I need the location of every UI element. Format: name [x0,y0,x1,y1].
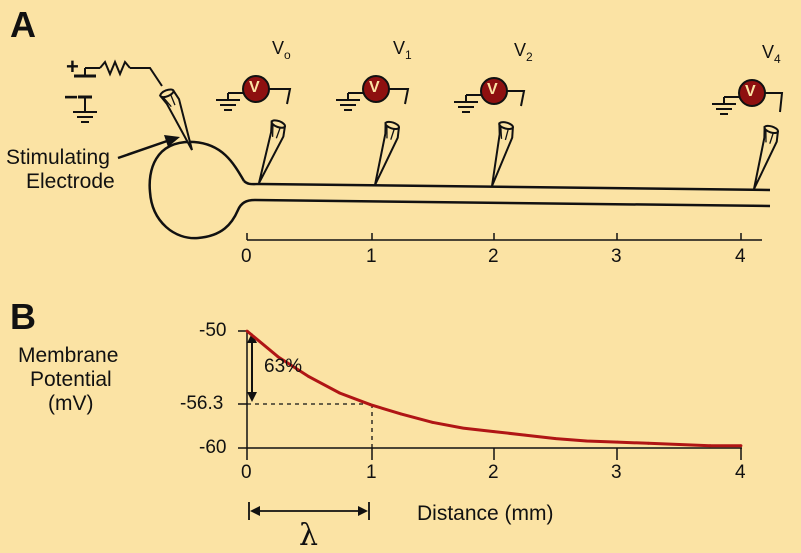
axis-a-tick-3: 3 [611,246,622,267]
recording-electrode-1 [335,75,410,189]
x-tick-0: 0 [241,462,252,483]
decay-point-11 [585,439,588,443]
x-tick-2: 2 [488,462,499,483]
length-constant-guides [247,403,373,448]
electrode-label: Electrode [26,170,115,193]
decay-point-13 [647,441,650,445]
voltmeter-symbol-0: V [249,79,260,96]
distance-scale-a [246,233,762,241]
decay-point-15 [708,444,712,448]
decay-point-9 [523,433,527,437]
y-tick--50: -50 [199,320,227,341]
decay-point-5 [400,412,403,416]
voltmeter-label-1: V1 [393,38,412,62]
y-tick--56-3: -56.3 [180,393,224,414]
battery-plus: + [66,54,79,79]
lambda-label: λ [299,518,319,553]
stimulating-circuit [72,59,200,155]
axis-a-tick-1: 1 [366,246,377,267]
axis-a-tick-0: 0 [241,246,252,267]
y-axis-label-line3: (mV) [48,392,94,415]
x-tick-4: 4 [735,462,746,483]
decay-curve-line [246,329,741,448]
x-tick-1: 1 [366,462,377,483]
label-arrow [117,135,180,160]
x-tick-3: 3 [611,462,622,483]
percent-arrow [247,333,257,402]
voltmeter-label-2: V2 [514,40,533,64]
y-axis-label-line2: Potential [30,368,112,391]
chart-axes [238,330,742,460]
decay-point-4 [369,403,372,407]
y-tick--60: -60 [199,437,227,458]
decay-point-12 [616,440,619,444]
percent-label: 63% [264,356,303,377]
decay-point-6 [430,420,434,424]
decay-point-1 [276,355,280,359]
recording-electrode-0 [215,75,292,187]
decay-point-3 [338,391,341,395]
neuron [148,140,771,240]
panel-a-letter: A [10,4,36,45]
voltmeter-label-4: V4 [762,42,781,66]
decay-point-8 [492,430,496,433]
stimulating-label: Stimulating [6,146,110,169]
voltmeter-symbol-4: V [745,83,756,100]
axis-a-tick-4: 4 [735,246,746,267]
decay-point-0 [245,329,249,333]
decay-point-2 [307,375,311,378]
axis-a-tick-2: 2 [488,246,499,267]
voltmeter-symbol-1: V [369,79,380,96]
decay-point-16 [739,444,743,448]
recording-electrode-2 [453,77,526,189]
decay-curve-points [245,329,743,448]
x-axis-label: Distance (mm) [417,502,554,525]
voltmeter-symbol-2: V [487,81,498,98]
battery-minus: − [64,84,79,111]
recording-electrode-4 [711,79,784,193]
lambda-bracket [248,502,370,520]
decay-point-10 [554,437,558,440]
decay-point-14 [677,443,681,446]
panel-b-letter: B [10,296,36,337]
voltmeter-label-0: Vo [272,38,291,62]
y-axis-label-line1: Membrane [18,344,119,367]
decay-point-7 [461,426,465,430]
